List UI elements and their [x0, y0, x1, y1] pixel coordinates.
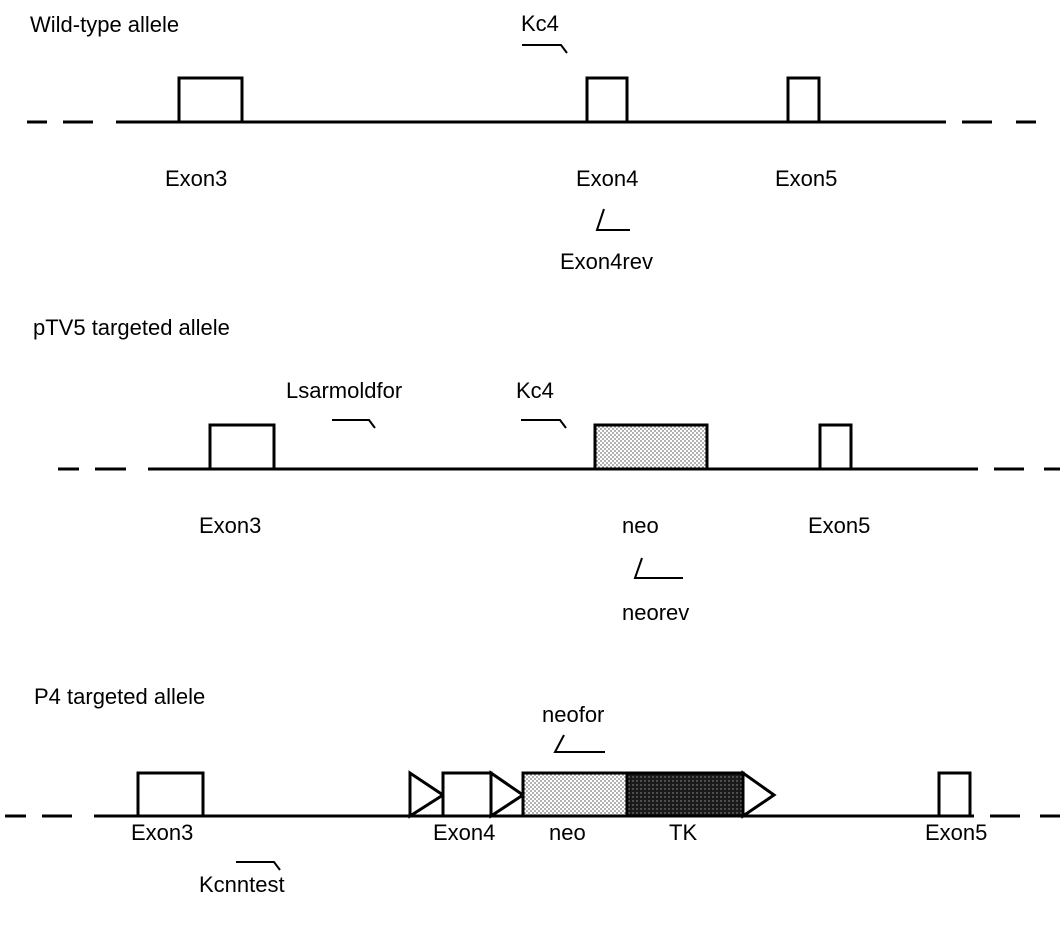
primer-exon4rev-label: Exon4rev: [560, 249, 653, 274]
exon5-box: [937, 771, 972, 818]
primer-kc4-arrow: [522, 44, 568, 54]
primer-lsarmoldfor-label: Lsarmoldfor: [286, 378, 402, 403]
neo-cassette-box: [593, 423, 709, 471]
panel-ptv5: pTV5 targeted allele Lsarmoldfor Kc4 Exo…: [33, 315, 1060, 625]
exon4-box: [585, 76, 629, 124]
primer-neorev-label: neorev: [622, 600, 689, 625]
loxp-site-3-triangle: [741, 770, 777, 819]
panel-title: Wild-type allele: [30, 12, 179, 37]
exon3-box: [177, 76, 244, 124]
tk-cassette-box: [625, 771, 745, 818]
tk-label: TK: [669, 820, 697, 845]
primer-kcnntest-arrow: [236, 861, 281, 871]
exon5-label: Exon5: [775, 166, 837, 191]
primer-kcnntest-label: Kcnntest: [199, 872, 285, 897]
exon5-box: [818, 423, 853, 471]
exon3-box: [208, 423, 276, 471]
neo-cassette-box: [521, 771, 629, 818]
exon5-label: Exon5: [808, 513, 870, 538]
primer-neorev-arrow: [633, 557, 683, 579]
primer-neofor-arrow: [553, 734, 605, 753]
exon3-label: Exon3: [199, 513, 261, 538]
loxp-site-1-triangle: [408, 770, 446, 819]
exon4-box: [441, 771, 493, 818]
panel-wild-type: Wild-type allele Kc4 Exon3 Exon4 Exon5 E…: [27, 11, 1036, 274]
primer-kc4-label: Kc4: [516, 378, 554, 403]
primer-kc4-arrow: [521, 419, 567, 429]
neo-label: neo: [549, 820, 586, 845]
primer-kc4-label: Kc4: [521, 11, 559, 36]
primer-lsarmoldfor-arrow: [332, 419, 376, 429]
exon3-box: [136, 771, 205, 818]
exon5-box: [786, 76, 821, 124]
primer-exon4rev-arrow: [595, 208, 630, 231]
panel-title: pTV5 targeted allele: [33, 315, 230, 340]
panel-p4: P4 targeted allele neofor Exon3 Exon4 ne…: [5, 684, 1060, 897]
exon3-label: Exon3: [165, 166, 227, 191]
primer-neofor-label: neofor: [542, 702, 604, 727]
loxp-site-2-triangle: [489, 770, 526, 819]
exon5-label: Exon5: [925, 820, 987, 845]
exon3-label: Exon3: [131, 820, 193, 845]
exon4-label: Exon4: [433, 820, 495, 845]
neo-label: neo: [622, 513, 659, 538]
panel-title: P4 targeted allele: [34, 684, 205, 709]
exon4-label: Exon4: [576, 166, 638, 191]
